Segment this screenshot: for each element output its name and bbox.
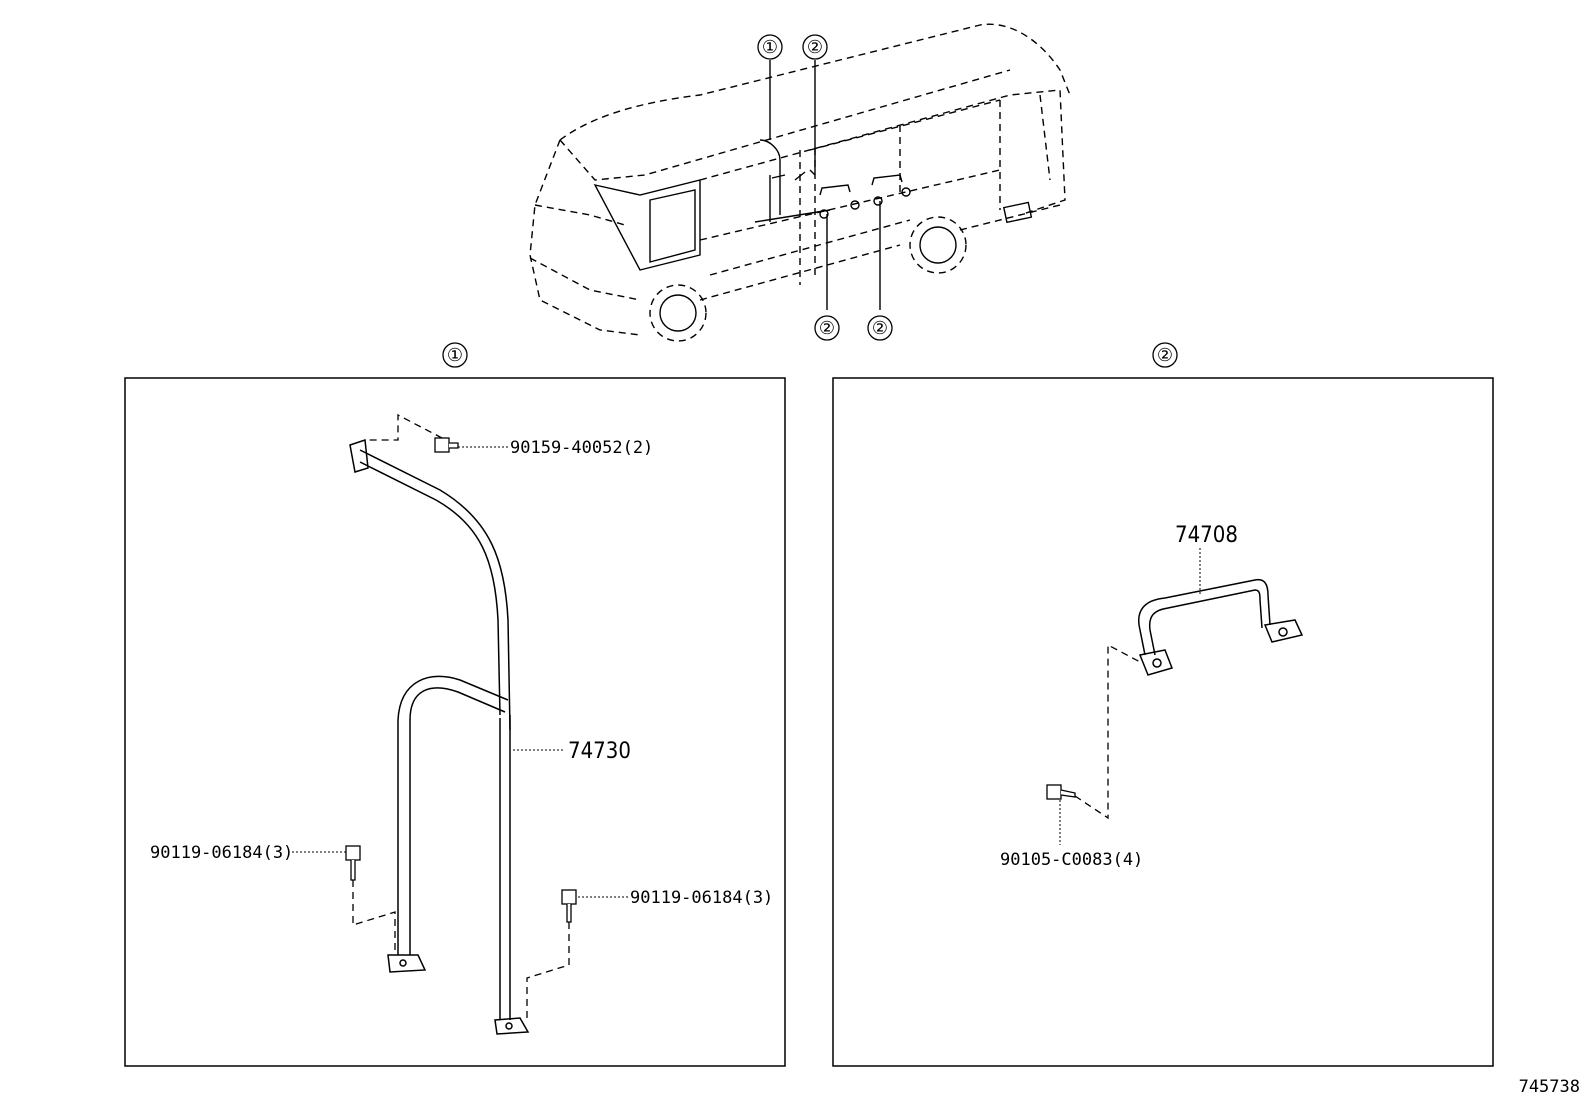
label-90159-40052: 90159-40052(2) — [510, 438, 653, 458]
panel-1-frame — [124, 377, 786, 1067]
panel-2-frame — [832, 377, 1494, 1067]
svg-text:②: ② — [872, 318, 888, 339]
label-90119-06184-left: 90119-06184(3) — [150, 843, 293, 863]
svg-text:②: ② — [819, 318, 835, 339]
grab-pipe-74730-drawing — [349, 438, 530, 1035]
svg-text:①: ① — [447, 345, 463, 366]
overview-callout-2b: ② — [814, 315, 840, 341]
svg-text:①: ① — [762, 37, 778, 58]
bolt-90119-06184-right-icon — [526, 889, 577, 1018]
label-74708: 74708 — [1175, 523, 1238, 548]
overview-callout-2c: ② — [867, 315, 893, 341]
bus-overview-illustration — [529, 23, 1071, 342]
panel-2-leaders — [1059, 548, 1201, 845]
bolt-90105-C0083-icon — [1046, 643, 1141, 820]
panel-1-marker: ① — [442, 342, 468, 368]
label-90119-06184-right: 90119-06184(3) — [630, 888, 773, 908]
overview-callout-2a: ② — [802, 34, 828, 60]
bolt-90119-06184-left-icon — [345, 845, 396, 955]
panel-1-leaders — [292, 446, 628, 898]
overview-callout-1: ① — [757, 34, 783, 60]
svg-text:②: ② — [807, 37, 823, 58]
bolt-90159-40052-icon — [368, 413, 459, 453]
grab-pipe-74708-drawing — [1138, 578, 1304, 676]
diagram-number: 745738 — [1519, 1077, 1580, 1097]
label-90105-C0083: 90105-C0083(4) — [1000, 850, 1143, 870]
label-74730: 74730 — [568, 739, 631, 764]
svg-text:②: ② — [1157, 345, 1173, 366]
panel-2-marker: ② — [1152, 342, 1178, 368]
